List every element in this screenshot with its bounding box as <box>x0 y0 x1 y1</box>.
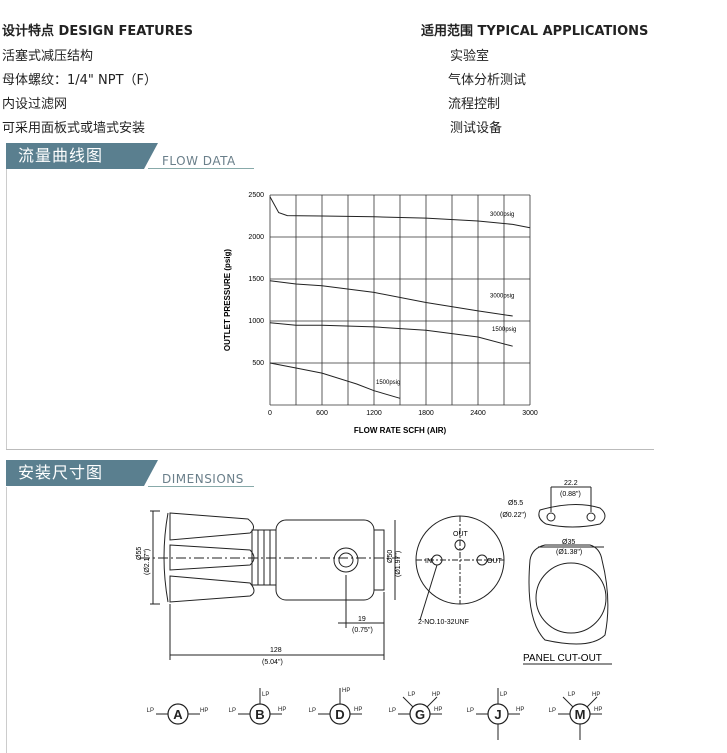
series-line <box>269 322 513 347</box>
hp-label: HP <box>278 707 286 713</box>
dim-len19: 19 <box>358 616 366 623</box>
hole-spacing: 22.2 <box>564 480 578 487</box>
dimensions-section-rule <box>148 486 254 487</box>
hp-label: HP <box>516 707 524 713</box>
hp-right-label: HP <box>354 707 362 713</box>
feature-item: 母体螺纹：1/4" NPT（F） <box>2 73 158 88</box>
lp-label: LP <box>229 708 236 714</box>
x-tick-label: 1200 <box>366 410 382 417</box>
series-label: 3000psig <box>490 212 514 218</box>
port-config-letter: G <box>415 707 425 722</box>
panel-template <box>528 486 609 645</box>
series-label: 1500psig <box>376 380 400 386</box>
dimension-lines <box>152 511 396 660</box>
port-out-right: OUT <box>487 558 503 565</box>
y-tick-label: 2500 <box>248 192 264 199</box>
x-axis-label: FLOW RATE SCFH (AIR) <box>354 426 447 435</box>
hp-right-label: HP <box>434 707 442 713</box>
hole-spacing-in: (0.88") <box>560 491 581 498</box>
lp-label: LP <box>389 708 396 714</box>
flow-frame-bottom <box>6 449 654 450</box>
lp-label: LP <box>467 708 474 714</box>
port-config-letter: A <box>173 707 183 722</box>
series-label: 3000psig <box>490 293 514 299</box>
port-config-letter: B <box>255 707 264 722</box>
dim-dia55-in: (Ø2.17") <box>144 549 151 575</box>
flow-section-title: 流量曲线图 <box>6 143 158 169</box>
front-view <box>415 515 505 621</box>
extra-label: LP <box>568 692 575 698</box>
y-tick-label: 1500 <box>248 276 264 283</box>
hp-arrow <box>426 696 438 708</box>
application-item: 气体分析测试 <box>448 73 527 88</box>
dimensions-frame-left <box>6 487 7 753</box>
hp-label: HP <box>342 688 350 694</box>
feature-item: 可采用面板式或墙式安装 <box>2 121 146 136</box>
hp-label: HP <box>592 692 600 698</box>
cutout-dia: Ø35 <box>562 539 575 546</box>
series-line <box>269 362 401 399</box>
typical-applications-heading: 适用范围 TYPICAL APPLICATIONS <box>421 24 649 39</box>
x-tick-label: 1800 <box>418 410 434 417</box>
feature-item: 活塞式减压结构 <box>2 49 94 64</box>
y-tick-label: 1000 <box>248 318 264 325</box>
port-config-letter: J <box>494 707 501 722</box>
regulator-body <box>275 519 385 601</box>
dim-len128: 128 <box>270 647 282 654</box>
extra-label: LP <box>500 692 507 698</box>
regulator-knob <box>150 510 255 605</box>
hp-label: HP <box>200 708 208 714</box>
dim-dia55: Ø55 <box>136 547 143 560</box>
port-config-letter: M <box>575 707 586 722</box>
dimensions-section-subtitle: DIMENSIONS <box>162 472 244 486</box>
y-tick-label: 2000 <box>248 234 264 241</box>
flow-section-rule <box>148 168 254 169</box>
flow-section-subtitle: FLOW DATA <box>162 154 236 168</box>
feature-item: 内设过滤网 <box>2 97 68 112</box>
lp-label: LP <box>309 708 316 714</box>
x-tick-label: 600 <box>316 410 328 417</box>
port-in: IN <box>425 558 432 565</box>
dim-len128-in: (5.04") <box>262 659 283 666</box>
lp-label: LP <box>549 708 556 714</box>
x-tick-label: 3000 <box>522 410 538 417</box>
extra-arrow <box>562 696 574 708</box>
dimensions-section-title: 安装尺寸图 <box>6 460 158 486</box>
x-tick-label: 0 <box>268 410 272 417</box>
application-item: 实验室 <box>450 49 490 64</box>
lp-label: LP <box>147 708 154 714</box>
design-features-heading: 设计特点 DESIGN FEATURES <box>2 24 193 39</box>
application-item: 流程控制 <box>448 97 501 112</box>
series-label: 1500psig <box>492 327 516 333</box>
flow-frame-left <box>6 169 7 449</box>
dim-dia50-in: (Ø1.97") <box>395 551 402 577</box>
y-axis-label: OUTLET PRESSURE (psig) <box>223 249 232 352</box>
hp-right-label: HP <box>594 707 602 713</box>
hole-dia-in: (Ø0.22") <box>500 512 526 519</box>
extra-label: LP <box>408 692 415 698</box>
port-out-top: OUT <box>453 531 469 538</box>
hp-arrow <box>586 696 598 708</box>
hp-label: HP <box>432 692 440 698</box>
dim-len19-in: (0.75") <box>352 627 373 634</box>
extra-arrow <box>402 696 414 708</box>
application-item: 测试设备 <box>450 121 503 136</box>
extra-label: LP <box>262 692 269 698</box>
thread-label: 2-NO.10-32UNF <box>418 619 469 626</box>
series-line <box>269 196 531 229</box>
port-config-letter: D <box>335 707 344 722</box>
y-tick-label: 500 <box>252 360 264 367</box>
x-tick-label: 2400 <box>470 410 486 417</box>
dim-dia50: Ø50 <box>387 550 394 563</box>
hole-dia: Ø5.5 <box>508 500 523 507</box>
cutout-dia-in: (Ø1.38") <box>556 549 582 556</box>
series-line <box>269 280 513 317</box>
panel-cutout-label: PANEL CUT-OUT <box>523 653 602 664</box>
